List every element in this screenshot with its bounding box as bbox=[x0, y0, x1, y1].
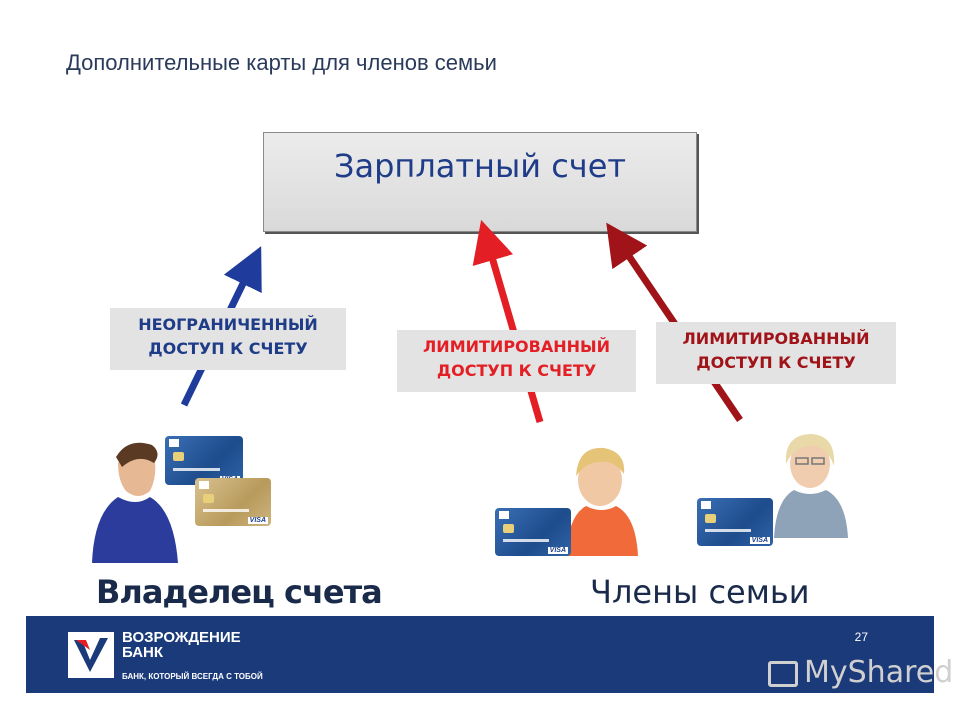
slide-title: Дополнительные карты для членов семьи bbox=[66, 50, 497, 75]
watermark-text: MyShared bbox=[804, 655, 954, 690]
owner-blue-card-icon: VISA bbox=[165, 436, 243, 485]
child-person-icon bbox=[566, 447, 638, 556]
child-card-icon: VISA bbox=[495, 508, 571, 556]
salary-account-label: Зарплатный счет bbox=[333, 147, 627, 185]
bank-tagline: БАНК, КОТОРЫЙ ВСЕГДА С ТОБОЙ bbox=[122, 672, 263, 681]
bank-logo-icon bbox=[68, 632, 114, 678]
owner-gold-card-icon: VISA bbox=[195, 478, 271, 526]
myshared-logo-icon bbox=[768, 660, 798, 687]
spouse-card-icon: VISA bbox=[697, 498, 773, 546]
footer-bar: ВОЗРОЖДЕНИЕ БАНК БАНК, КОТОРЫЙ ВСЕГДА С … bbox=[26, 616, 934, 693]
bank-brand-name: ВОЗРОЖДЕНИЕ БАНК bbox=[122, 629, 241, 661]
limited-access-label-child: ЛИМИТИРОВАННЫЙ ДОСТУП К СЧЕТУ bbox=[397, 330, 636, 392]
limited-access-label-spouse: ЛИМИТИРОВАННЫЙ ДОСТУП К СЧЕТУ bbox=[656, 322, 896, 384]
spouse-person-icon bbox=[774, 434, 848, 538]
unlimited-access-label: НЕОГРАНИЧЕННЫЙ ДОСТУП К СЧЕТУ bbox=[110, 308, 346, 370]
owner-person-icon bbox=[92, 442, 178, 563]
owner-caption: Владелец счета bbox=[96, 573, 383, 611]
family-caption: Члены семьи bbox=[590, 573, 810, 611]
page-number: 27 bbox=[854, 630, 868, 644]
salary-account-box: Зарплатный счет bbox=[263, 132, 697, 232]
watermark: MyShared bbox=[768, 655, 953, 690]
